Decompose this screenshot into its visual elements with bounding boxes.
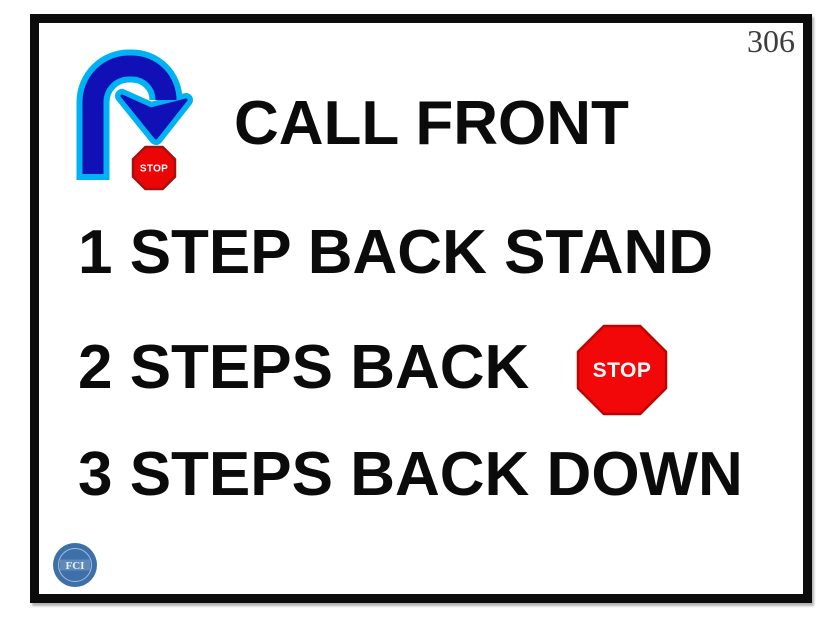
- fci-logo-label: FCI: [66, 560, 85, 572]
- stop-sign-label: STOP: [593, 359, 652, 382]
- step-line-2: 2 STEPS BACK: [78, 333, 530, 402]
- small-stop-sign-label: STOP: [140, 164, 168, 175]
- sign-title: CALL FRONT: [234, 89, 629, 158]
- stop-sign-icon: STOP: [576, 324, 668, 416]
- fci-globe-logo: FCI: [53, 543, 97, 587]
- step-line-1: 1 STEP BACK STAND: [78, 218, 714, 287]
- u-turn-arrow-icon: [76, 49, 193, 180]
- rally-sign-card: 306 STOP CALL FRONT 1 STEP BACK STAND 2 …: [30, 14, 812, 603]
- sign-card-inner: 306 STOP CALL FRONT 1 STEP BACK STAND 2 …: [39, 23, 803, 594]
- small-stop-sign-icon: STOP: [131, 145, 177, 191]
- u-turn-arrow-with-stop-icon: STOP: [76, 49, 193, 191]
- step-line-3: 3 STEPS BACK DOWN: [78, 440, 743, 509]
- sign-number: 306: [747, 23, 795, 59]
